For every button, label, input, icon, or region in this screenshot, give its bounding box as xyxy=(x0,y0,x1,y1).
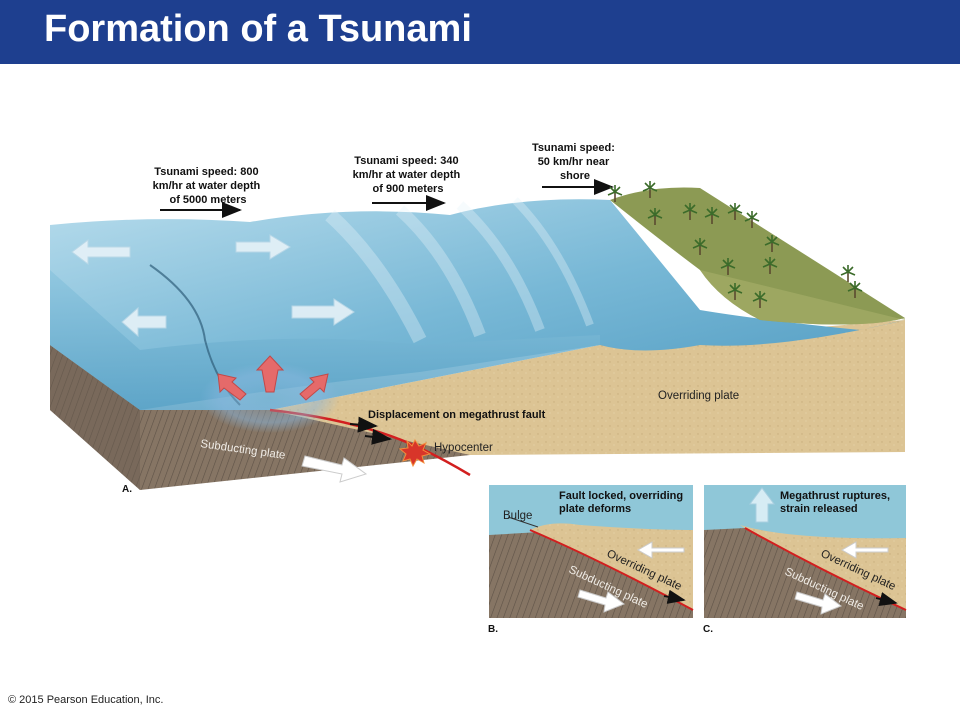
coastal-land xyxy=(610,187,905,325)
panel-b-letter: B. xyxy=(488,624,498,635)
panel-c: Megathrust ruptures, strain released Ove… xyxy=(703,485,907,635)
panel-b-subducting xyxy=(489,532,693,618)
explosion-icon xyxy=(398,439,432,468)
spreading-arrows xyxy=(71,234,355,338)
title-bar: Formation of a Tsunami xyxy=(0,0,960,64)
overriding-plate-front xyxy=(270,320,905,455)
fault-label: Displacement on megathrust fault xyxy=(368,409,546,421)
palm-tree-icon xyxy=(727,203,743,220)
palm-tree-icon xyxy=(764,235,780,252)
speed-label-mid: Tsunami speed: 340 km/hr at water depth … xyxy=(353,155,464,195)
speed-label-shore: Tsunami speed: 50 km/hr near shore xyxy=(532,142,618,182)
panel-a-letter: A. xyxy=(122,484,132,495)
palm-trees xyxy=(607,181,863,308)
wave-bands xyxy=(325,197,594,344)
palm-tree-icon xyxy=(682,203,698,220)
overriding-plate-label: Overriding plate xyxy=(658,390,739,402)
palm-tree-icon xyxy=(762,257,778,274)
hypocenter-label: Hypocenter xyxy=(434,442,493,454)
palm-tree-icon xyxy=(744,211,760,228)
panel-b: Fault locked, overriding plate deforms B… xyxy=(488,485,694,635)
ocean-front-face xyxy=(50,270,600,410)
arrow-up-icon xyxy=(749,487,775,523)
displacement-arrows xyxy=(217,355,329,401)
panel-c-caption: Megathrust ruptures, strain released xyxy=(780,490,893,515)
panel-b-caption: Fault locked, overriding plate deforms xyxy=(559,490,686,515)
palm-tree-icon xyxy=(704,207,720,224)
ripple-rings xyxy=(200,363,340,433)
panel-a: Tsunami speed: 800 km/hr at water depth … xyxy=(50,142,905,495)
subduction-arrow xyxy=(301,455,368,483)
palm-tree-icon xyxy=(607,185,623,202)
panel-c-letter: C. xyxy=(703,624,713,635)
bulge-label: Bulge xyxy=(503,510,532,522)
panel-c-overriding xyxy=(740,525,906,610)
palm-tree-icon xyxy=(752,291,768,308)
panel-c-subducting xyxy=(704,528,906,618)
palm-tree-icon xyxy=(720,258,736,275)
palm-tree-icon xyxy=(727,283,743,300)
palm-tree-icon xyxy=(840,265,856,282)
palm-tree-icon xyxy=(847,281,863,298)
copyright-notice: © 2015 Pearson Education, Inc. xyxy=(8,694,164,706)
speed-label-deep: Tsunami speed: 800 km/hr at water depth … xyxy=(153,166,264,206)
palm-tree-icon xyxy=(647,208,663,225)
page-title: Formation of a Tsunami xyxy=(44,8,472,50)
palm-tree-icon xyxy=(642,181,658,198)
subducting-plate-front xyxy=(50,270,470,490)
palm-tree-icon xyxy=(692,238,708,255)
